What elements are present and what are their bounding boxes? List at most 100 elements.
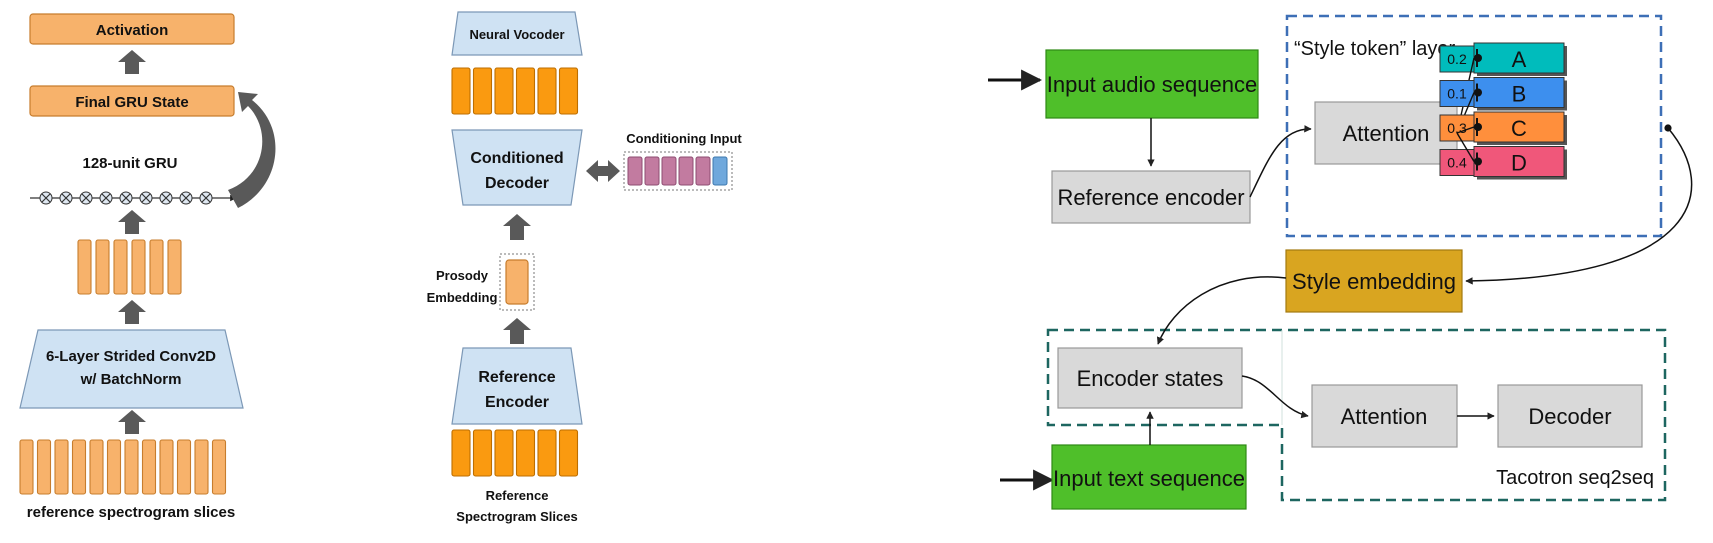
vocoder-frames [451, 67, 579, 115]
token-weight: 0.4 [1447, 155, 1467, 171]
conditioning-input-vectors [627, 156, 728, 186]
reference-encoder-line2: Encoder [485, 394, 549, 411]
token-label: B [1512, 82, 1527, 107]
spectrogram-slice [194, 439, 209, 495]
style-output-arrow [1465, 124, 1693, 285]
neural-vocoder-label: Neural Vocoder [469, 27, 564, 42]
spectrogram-slice [176, 439, 192, 495]
frame-bar [515, 429, 536, 477]
token-weight-box [1439, 80, 1475, 107]
gru-label: 128-unit GRU [82, 155, 177, 172]
frame-bar [451, 429, 471, 477]
prosody-embedding-line2: Embedding [427, 290, 498, 305]
reference-frames [451, 429, 579, 477]
gru-output-bars [77, 239, 182, 295]
double-arrow-icon [586, 160, 620, 182]
gru-cell-cross [201, 193, 211, 203]
encoder-states-box [1057, 347, 1243, 409]
middle-panel: Neural Vocoder Conditioned Decoder Condi… [427, 11, 742, 524]
spectrogram-slice [89, 439, 104, 495]
input-audio-box [1045, 49, 1259, 119]
token-dot [1474, 54, 1482, 62]
token-weight-box [1439, 45, 1475, 73]
frame-bar [494, 429, 514, 477]
attention-top-label: Attention [1343, 121, 1430, 146]
token-label: C [1511, 116, 1527, 141]
encoder-states-label: Encoder states [1077, 366, 1224, 391]
reference-to-attention-arrow [1249, 125, 1312, 198]
input-text-box [1051, 444, 1247, 510]
input-text-label: Input text sequence [1053, 466, 1245, 491]
prosody-embedding-line1: Prosody [436, 268, 489, 283]
right-panel: “Style token” layer Input audio sequence… [988, 14, 1693, 510]
up-arrow-icon [118, 410, 146, 434]
conditioned-decoder-line1: Conditioned [470, 150, 563, 167]
conditioning-vector [695, 156, 711, 186]
conditioned-decoder-trapezoid [451, 129, 583, 206]
attention-bottom-label: Attention [1341, 404, 1428, 429]
conditioned-decoder-line2: Decoder [485, 175, 549, 192]
feedback-arrow-icon [228, 92, 276, 208]
token-weight: 0.1 [1447, 86, 1467, 102]
token-dot [1474, 157, 1482, 166]
reference-encoder-line1: Reference [478, 369, 555, 386]
tacotron-frame [1046, 328, 1667, 502]
frame-bar [537, 67, 557, 115]
token-dot [1474, 123, 1482, 131]
frame-bar [451, 67, 471, 115]
style-embedding-label: Style embedding [1292, 269, 1456, 294]
input-audio-label: Input audio sequence [1047, 72, 1257, 97]
prosody-embedding-vector [505, 259, 529, 305]
up-arrow-icon [503, 214, 531, 240]
conditioning-vector-blue [712, 156, 728, 186]
reference-slices-line1: Reference [486, 488, 549, 503]
spectrogram-slice [124, 439, 139, 495]
gru-cell-cross [161, 193, 171, 203]
tacotron-label: Tacotron seq2seq [1496, 467, 1654, 489]
gru-cells [39, 191, 213, 205]
frame-bar [515, 67, 536, 115]
frame-bar [558, 67, 579, 115]
conv2d-label-line2: w/ BatchNorm [80, 371, 182, 388]
decoder-label: Decoder [1528, 404, 1611, 429]
token-weight: 0.3 [1447, 120, 1467, 136]
conv2d-trapezoid [19, 329, 244, 409]
spectrogram-slice [36, 439, 52, 495]
spectrogram-slice [19, 439, 34, 495]
reference-encoder-trapezoid [451, 347, 583, 425]
attention-bottom-box [1311, 384, 1458, 448]
feature-bar [149, 239, 164, 295]
spectrogram-slice [54, 439, 69, 495]
spectrogram-slice [106, 439, 122, 495]
token-dot [1474, 88, 1482, 97]
gru-cell-cross [121, 193, 131, 203]
up-arrow-icon [118, 300, 146, 324]
feature-bar [95, 239, 110, 295]
frame-bar [558, 429, 579, 477]
feature-bar [167, 239, 182, 295]
final-gru-state-box [29, 85, 235, 117]
conditioning-vector [644, 156, 660, 186]
feature-bar [131, 239, 146, 295]
conditioning-vector [627, 156, 643, 186]
prosody-embedding-frame [499, 253, 535, 311]
spectrogram-label: reference spectrogram slices [27, 504, 235, 521]
style-to-encoder-arrow [1156, 276, 1287, 345]
gru-cell-cross [141, 193, 151, 203]
up-arrow-icon [118, 210, 146, 234]
spectrogram-slices [19, 439, 227, 495]
token-a-box [1473, 42, 1565, 74]
reference-slices-line2: Spectrogram Slices [456, 509, 577, 524]
up-arrow-icon [118, 50, 146, 74]
activation-box [29, 13, 235, 45]
spectrogram-slice [159, 439, 174, 495]
style-tokens: A0.2B0.1C0.3D0.4 [1439, 42, 1567, 180]
feature-bar [77, 239, 92, 295]
frame-bar [537, 429, 557, 477]
reference-encoder-box [1051, 170, 1251, 224]
style-token-layer-label: “Style token” layer [1294, 38, 1456, 60]
decoder-box [1497, 384, 1643, 448]
frame-bar [494, 67, 514, 115]
token-weight: 0.2 [1447, 51, 1467, 67]
